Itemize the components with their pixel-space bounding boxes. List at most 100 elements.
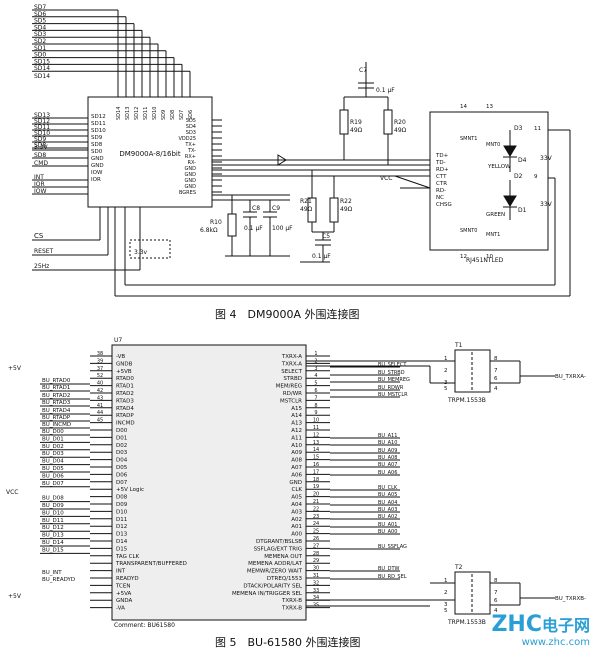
transformer-pin: 1 — [444, 578, 448, 584]
chip-pin-label: GND — [185, 166, 197, 172]
chip-pin-label: DTACK/POLARITY SEL — [243, 583, 303, 589]
net-label: BU_A00 — [378, 529, 397, 535]
chip-pin-label: D11 — [116, 517, 127, 523]
signal-label: SD8 — [34, 152, 46, 159]
pin-number: 52 — [97, 373, 103, 379]
chip-pin-label: IOW — [91, 170, 103, 176]
chip-pin-label: DTGRANT/BSLSB — [256, 539, 302, 545]
net-label: BU_D08 — [42, 496, 64, 502]
pin-number: 30 — [313, 566, 319, 572]
chip-comment: Comment: BU61580 — [114, 622, 175, 629]
net-label: BU_D02 — [42, 444, 64, 450]
rj45-side-label: MNT1 — [486, 232, 500, 238]
transformer-pin: 2 — [444, 368, 448, 374]
chip-pin-label: A02 — [291, 517, 302, 523]
pin-number: 42 — [97, 388, 103, 394]
net-label: BU_D12 — [42, 525, 64, 531]
component-ref: C9 — [272, 205, 280, 212]
chip-pin-label: D06 — [116, 472, 128, 478]
transformer-pin: 4 — [494, 608, 498, 614]
chip-pin-label: A13 — [291, 421, 302, 427]
chip-pin-label: RTADP — [116, 413, 134, 419]
signal-label: CS — [34, 232, 44, 240]
chip-pin-label: A06 — [291, 472, 302, 478]
pin-number: 11 — [313, 425, 319, 431]
rj45-pin-label: RD+ — [436, 167, 449, 173]
transformer-pin: 8 — [494, 578, 498, 584]
net-label: BU_SELECT — [378, 362, 407, 368]
rj45-pin-label: CTT — [436, 174, 447, 180]
net-label: BU_MEMREG — [378, 377, 410, 383]
chip-pin-label: D07 — [116, 480, 128, 486]
bu61580-chip — [111, 344, 307, 621]
component-ref: C7 — [359, 67, 367, 74]
pin-number: 32 — [313, 580, 319, 586]
pin-number: 12 — [460, 254, 467, 260]
chip-pin-label: SD13 — [125, 107, 131, 120]
component-value: 100 μF — [272, 225, 293, 232]
rj45-pin-label: RD- — [436, 188, 446, 194]
pin-number: 39 — [97, 358, 103, 364]
power-label: +5V — [8, 593, 22, 600]
transformer-part: TRPM.1553B — [447, 397, 486, 404]
rj45-label: RJ451NTLED — [466, 257, 504, 264]
net-label: BU_D01 — [42, 436, 64, 442]
net-label: BU_D00 — [42, 429, 64, 435]
led-ref: D2 — [514, 173, 523, 180]
chip-pin-label: A04 — [291, 502, 302, 508]
net-label: BU_RTAD3 — [42, 400, 71, 406]
net-label: BU_A05 — [378, 492, 397, 498]
transformer-pin: 1 — [444, 356, 448, 362]
chip-pin-label: GND — [185, 184, 197, 190]
chip-pin-label: TXRX-A — [281, 361, 302, 367]
pin-number: 8 — [314, 403, 317, 409]
chip-pin-label: D15 — [116, 546, 128, 552]
signal-label: CMD — [34, 160, 48, 167]
chip-pin-label: GNDA — [116, 598, 133, 604]
pin-number: 17 — [313, 469, 319, 475]
net-label: BU_D06 — [42, 473, 64, 479]
transformer-pin: 5 — [444, 386, 448, 392]
sd-net-label: SD4 — [34, 24, 46, 31]
chip-pin-label: +5VB — [116, 369, 132, 375]
chip-pin-label: SD10 — [152, 107, 158, 120]
net-label: BU_A02 — [378, 514, 397, 520]
chip-pin-label: SD8 — [91, 142, 103, 148]
chip-pin-label: D00 — [116, 428, 128, 434]
sd-net-label: SD8 — [34, 142, 46, 149]
chip-pin-label: MEMWR/ZERO WAIT — [247, 569, 303, 575]
signal-label: IOR — [34, 181, 45, 188]
led-color-label: YELLOW — [487, 164, 511, 170]
pin-number: 38 — [97, 351, 103, 357]
chip-pin-label: GNDB — [116, 361, 133, 367]
sd-net-label: SD11 — [34, 124, 50, 131]
transformer-pin: 7 — [494, 590, 498, 596]
component-value: 49Ω — [394, 127, 407, 134]
net-label: BU_SSFLAG — [378, 544, 407, 550]
chip-pin-label: SD0 — [91, 149, 103, 155]
chip-pin-label: RTAD2 — [116, 391, 134, 397]
signal-label: INT — [34, 174, 44, 181]
figure-4-caption: 图 4 DM9000A 外围连接图 — [215, 308, 360, 321]
net-label: BU_RTAD4 — [42, 408, 71, 414]
chip-pin-label: RD/WR — [283, 391, 302, 397]
chip-pin-label: A05 — [291, 495, 302, 501]
chip-pin-label: SD5 — [186, 118, 196, 124]
chip-pin-label: D03 — [116, 450, 128, 456]
component-ref: R19 — [350, 119, 362, 126]
chip-pin-label: A10 — [291, 443, 302, 449]
power-label: 3.3v — [134, 249, 148, 256]
transformer-pin: 4 — [494, 386, 498, 392]
signal-label: RESET — [34, 248, 54, 255]
pin-number: 24 — [313, 521, 319, 527]
net-label: BU_A03 — [378, 507, 397, 513]
net-label: BU_MSTCLR — [378, 392, 408, 398]
net-label: BU_D04 — [42, 459, 64, 465]
rj45-pin-label: NC — [436, 195, 444, 201]
chip-pin-label: D02 — [116, 443, 127, 449]
chip-pin-label: SD9 — [91, 135, 103, 141]
transformer-t1 — [454, 349, 491, 393]
pin-number: 20 — [313, 492, 319, 498]
rj45-side-label: SMNT0 — [460, 228, 477, 234]
